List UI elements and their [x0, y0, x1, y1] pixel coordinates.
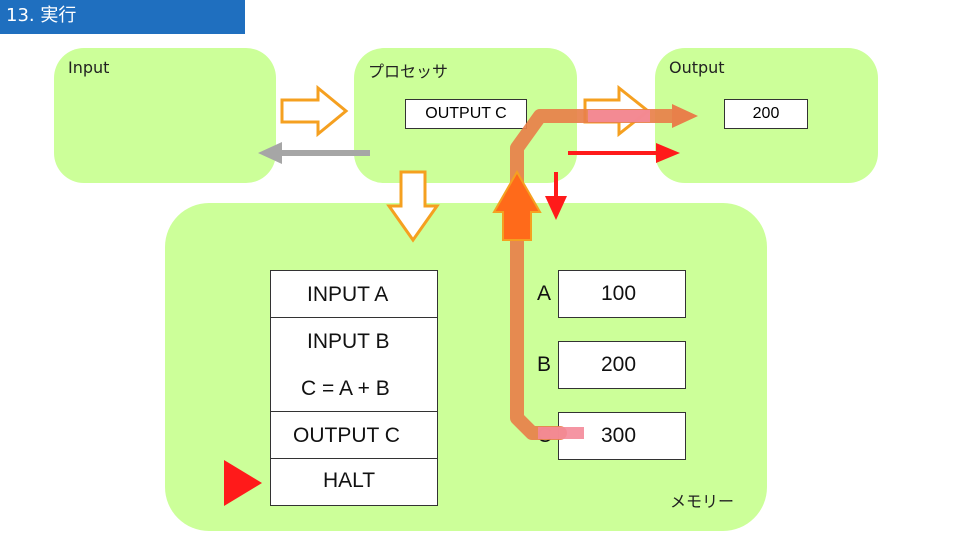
program-instruction: OUTPUT C: [271, 412, 437, 459]
memory-panel-label: メモリー: [670, 492, 735, 511]
program-instruction: INPUT A: [271, 271, 437, 318]
memory-cell-value: 100: [558, 270, 686, 318]
program-instruction: HALT: [323, 469, 376, 492]
memory-cell-name: A: [537, 282, 552, 305]
program-counter-pointer: [224, 460, 262, 506]
red-down-arrow: [545, 172, 567, 220]
processor-to-input-arrow: [258, 142, 370, 164]
program-instruction: C = A + B: [271, 365, 437, 412]
program-list: INPUT A INPUT B C = A + B OUTPUT C HALT: [270, 270, 438, 506]
memory-cell-value: 200: [558, 341, 686, 389]
input-panel: [54, 48, 276, 183]
processor-instruction-box: OUTPUT C: [405, 99, 527, 129]
memory-cell-name: B: [537, 353, 552, 376]
memory-to-processor-filled-arrow: [492, 169, 542, 241]
slide-title: 13. 実行: [0, 0, 245, 34]
data-path-arrowhead: [672, 104, 698, 128]
input-to-processor-arrow: [280, 84, 349, 138]
input-panel-label: Input: [68, 58, 110, 77]
output-value-box: 200: [724, 99, 808, 129]
program-instruction: INPUT B: [307, 330, 390, 353]
processor-panel-label: プロセッサ: [368, 62, 449, 81]
data-path: [510, 109, 679, 440]
processor-to-memory-arrow: [386, 170, 440, 243]
output-panel-label: Output: [669, 58, 725, 77]
red-output-arrow: [568, 143, 680, 163]
